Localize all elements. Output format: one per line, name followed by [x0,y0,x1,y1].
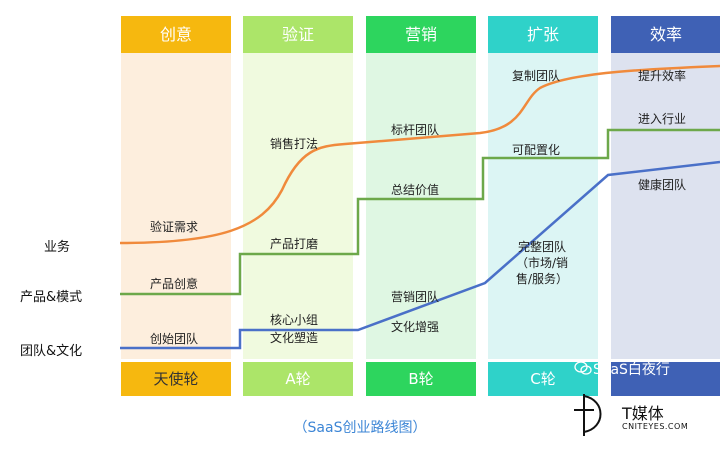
team-line [120,160,720,350]
team-label-healthy: 健康团队 [638,178,687,192]
diagram-caption: （SaaS创业路线图） [293,420,427,436]
stage-header-expansion: 扩张 [488,16,598,53]
product-label-enter-industry: 进入行业 [638,112,687,126]
row-label-team: 团队&文化 [20,344,83,359]
stage-header-validation: 验证 [243,16,353,53]
business-label-improve-efficiency: 提升效率 [638,69,687,83]
team-label-complete-team-3: 售/服务） [516,272,569,286]
row-label-business: 业务 [44,240,71,255]
team-label-founding: 创始团队 [150,332,199,346]
business-line [119,64,720,245]
business-label-replicate-team: 复制团队 [512,69,561,83]
brand-subtext: CNITEYES.COM [622,422,689,431]
stage-header-idea: 创意 [121,16,231,53]
team-label-culture-shaping: 文化塑造 [270,331,319,345]
round-label-b: B轮 [366,362,476,396]
team-label-complete-team: 完整团队 [518,240,567,254]
stage-header-efficiency: 效率 [611,16,720,53]
team-label-core-group: 核心小组 [270,313,319,327]
round-label-c: C轮 [488,362,598,396]
round-label-angel: 天使轮 [121,362,231,396]
business-label-benchmark-team: 标杆团队 [391,123,440,137]
product-label-idea: 产品创意 [150,277,199,291]
team-label-complete-team-2: （市场/销 [516,256,569,270]
team-label-culture-enhance: 文化增强 [391,320,440,334]
product-label-configurable: 可配置化 [512,143,561,157]
business-label-sales-method: 销售打法 [270,137,319,151]
row-label-product: 产品&模式 [20,290,83,305]
stage-header-marketing: 营销 [366,16,476,53]
round-label-a: A轮 [243,362,353,396]
stage-column-idea: 创意 天使轮 [121,16,231,396]
product-label-summarize-value: 总结价值 [391,183,440,197]
watermark-text: SaaS白夜行 [593,362,670,378]
product-label-polish: 产品打磨 [270,237,319,251]
round-label-efficiency [611,362,720,396]
product-line [120,128,720,296]
business-label-validate-demand: 验证需求 [150,220,199,234]
stage-column-validation: 验证 A轮 [243,16,353,396]
brand-name: T媒体 [622,404,664,423]
wechat-icon [574,361,592,375]
stage-body-efficiency [611,53,720,359]
stage-body-expansion [488,53,598,359]
stage-body-validation [243,53,353,359]
team-label-marketing-team: 营销团队 [391,290,440,304]
stage-column-efficiency: 效率 [611,16,720,396]
tmedia-logo-icon [574,394,602,436]
stage-body-idea [121,53,231,359]
stage-column-expansion: 扩张 C轮 [488,16,598,396]
